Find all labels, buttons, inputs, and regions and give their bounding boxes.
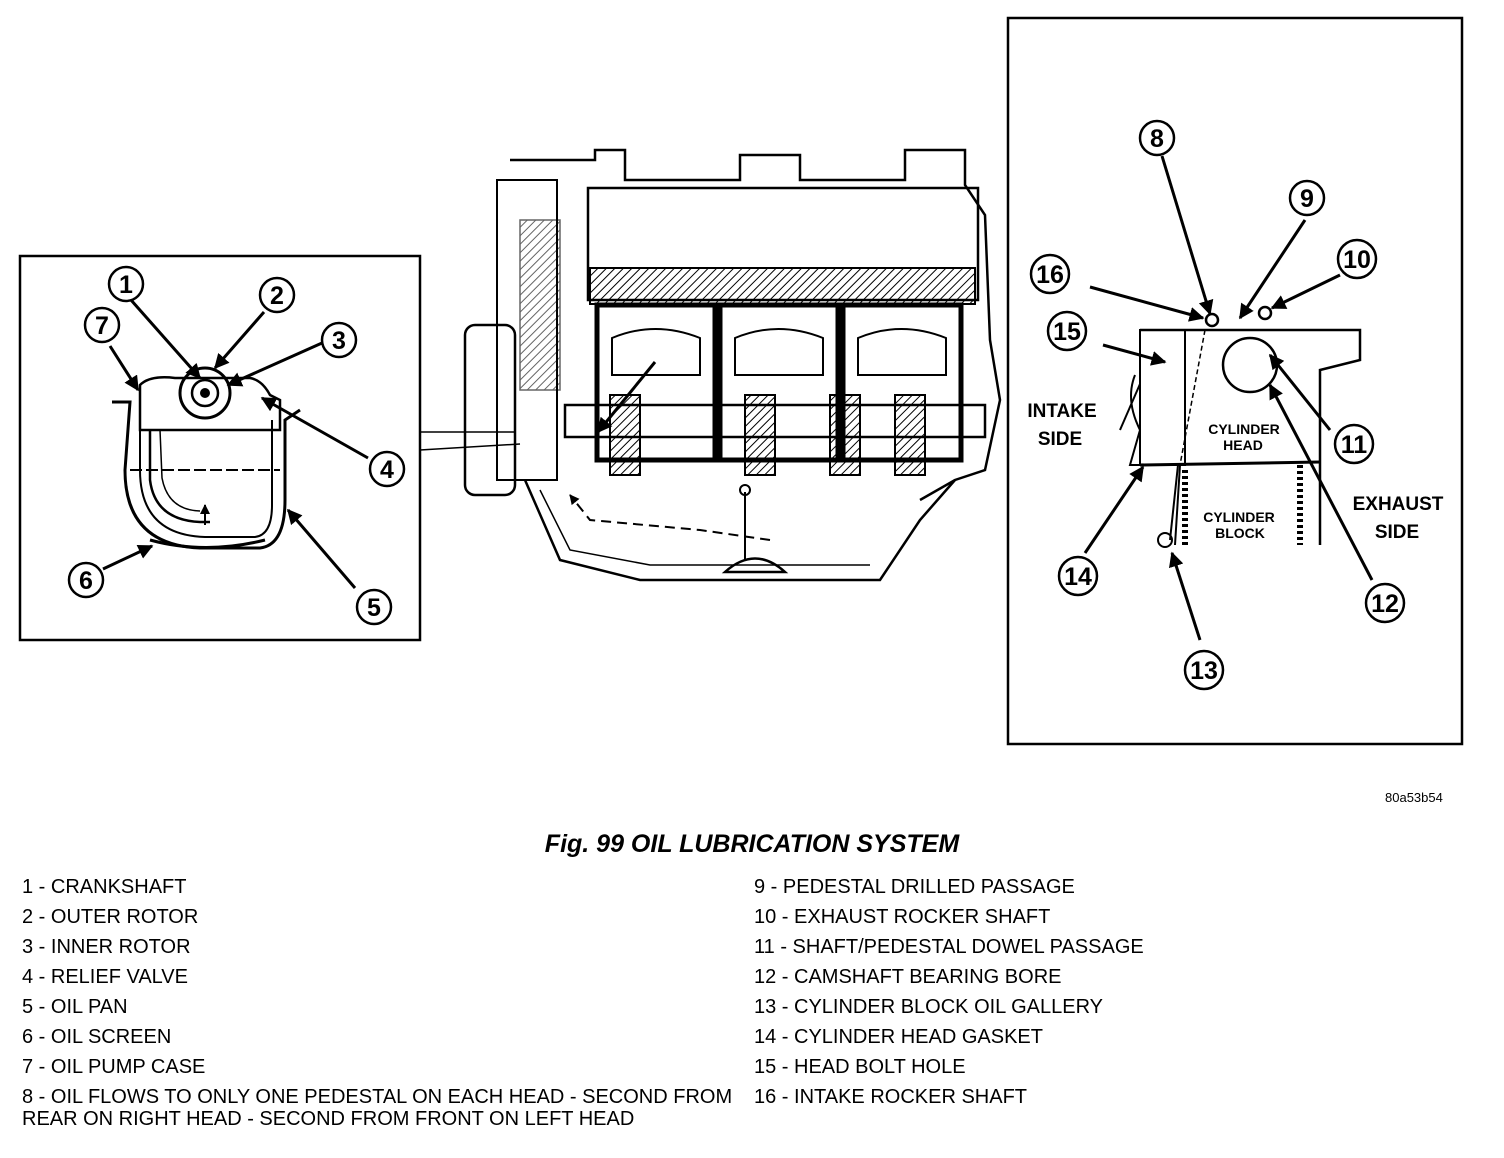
callout-1: 1 [107, 265, 145, 303]
legend-item-16: 16 - INTAKE ROCKER SHAFT [754, 1086, 1028, 1108]
legend-item-14: 14 - CYLINDER HEAD GASKET [754, 1026, 1043, 1048]
callout-10: 10 [1336, 238, 1378, 280]
label-intake-side-line1: INTAKE [1027, 401, 1096, 422]
legend-item-7: 7 - OIL PUMP CASE [22, 1056, 206, 1078]
callout-6: 6 [67, 561, 105, 599]
legend-item-13: 13 - CYLINDER BLOCK OIL GALLERY [754, 996, 1104, 1018]
svg-text:7: 7 [95, 312, 109, 340]
svg-text:6: 6 [79, 567, 93, 595]
legend-item-3: 3 - INNER ROTOR [22, 936, 191, 958]
callout-8: 8 [1138, 119, 1176, 157]
svg-text:4: 4 [380, 456, 394, 484]
oil-pan [523, 479, 956, 582]
label-intake-side-line2: SIDE [1038, 429, 1082, 450]
callout-4: 4 [368, 450, 406, 488]
svg-text:3: 3 [332, 327, 346, 355]
outer-rotor [178, 366, 232, 420]
legend-item-2: 2 - OUTER ROTOR [22, 906, 199, 928]
callout-14: 14 [1057, 555, 1099, 597]
callout-12: 12 [1364, 582, 1406, 624]
callout-5: 5 [355, 588, 393, 626]
callout-2: 2 [258, 276, 296, 314]
legend-item-15: 15 - HEAD BOLT HOLE [754, 1056, 966, 1078]
figure-title: Fig. 99 OIL LUBRICATION SYSTEM [544, 830, 960, 858]
legend-item-4: 4 - RELIEF VALVE [22, 966, 188, 988]
engine-cutaway [463, 148, 1002, 582]
callout-11: 11 [1333, 423, 1375, 465]
legend-item-6: 6 - OIL SCREEN [22, 1026, 172, 1048]
label-cylinder-head-line2: HEAD [1223, 437, 1263, 453]
svg-text:15: 15 [1053, 318, 1081, 346]
svg-text:14: 14 [1064, 563, 1092, 591]
figure-code: 80a53b54 [1385, 790, 1443, 805]
svg-text:10: 10 [1343, 246, 1371, 274]
callout-13: 13 [1183, 649, 1225, 691]
legend-left: 1 - CRANKSHAFT 2 - OUTER ROTOR 3 - INNER… [22, 872, 742, 1130]
callout-16: 16 [1029, 253, 1071, 295]
cylinder-head-inset [1006, 16, 1464, 746]
camshaft-bearing-bore [1221, 336, 1279, 394]
svg-text:13: 13 [1190, 657, 1218, 685]
legend-item-1: 1 - CRANKSHAFT [22, 876, 187, 898]
svg-text:9: 9 [1300, 185, 1314, 213]
callout-3: 3 [320, 321, 358, 359]
legend-right: 9 - PEDESTAL DRILLED PASSAGE 10 - EXHAUS… [754, 872, 1474, 1112]
svg-text:12: 12 [1371, 590, 1399, 618]
svg-text:16: 16 [1036, 261, 1064, 289]
callout-9: 9 [1288, 179, 1326, 217]
legend-item-10: 10 - EXHAUST ROCKER SHAFT [754, 906, 1051, 928]
legend-item-12: 12 - CAMSHAFT BEARING BORE [754, 966, 1062, 988]
oil-pump-inset [18, 254, 422, 642]
oil-screen [149, 538, 266, 549]
label-cylinder-block-line2: BLOCK [1215, 525, 1265, 541]
callout-7: 7 [83, 306, 121, 344]
svg-text:11: 11 [1341, 431, 1368, 459]
svg-text:1: 1 [119, 271, 133, 299]
oil-lubrication-diagram: INTAKE SIDE EXHAUST SIDE CYLINDER HEAD C… [18, 16, 1464, 746]
legend-item-8: 8 - OIL FLOWS TO ONLY ONE PEDESTAL ON EA… [22, 1086, 733, 1130]
label-exhaust-side-line1: EXHAUST [1353, 494, 1444, 515]
legend-item-11: 11 - SHAFT/PEDESTAL DOWEL PASSAGE [754, 936, 1144, 958]
legend-item-9: 9 - PEDESTAL DRILLED PASSAGE [754, 876, 1075, 898]
svg-text:8: 8 [1150, 125, 1164, 153]
label-exhaust-side-line2: SIDE [1375, 522, 1419, 543]
label-cylinder-block-line1: CYLINDER [1203, 509, 1275, 525]
inner-rotor [190, 378, 220, 408]
legend-item-5: 5 - OIL PAN [22, 996, 128, 1018]
callout-15: 15 [1046, 310, 1088, 352]
svg-text:2: 2 [270, 282, 284, 310]
svg-text:5: 5 [367, 594, 381, 622]
label-cylinder-head-line1: CYLINDER [1208, 421, 1280, 437]
